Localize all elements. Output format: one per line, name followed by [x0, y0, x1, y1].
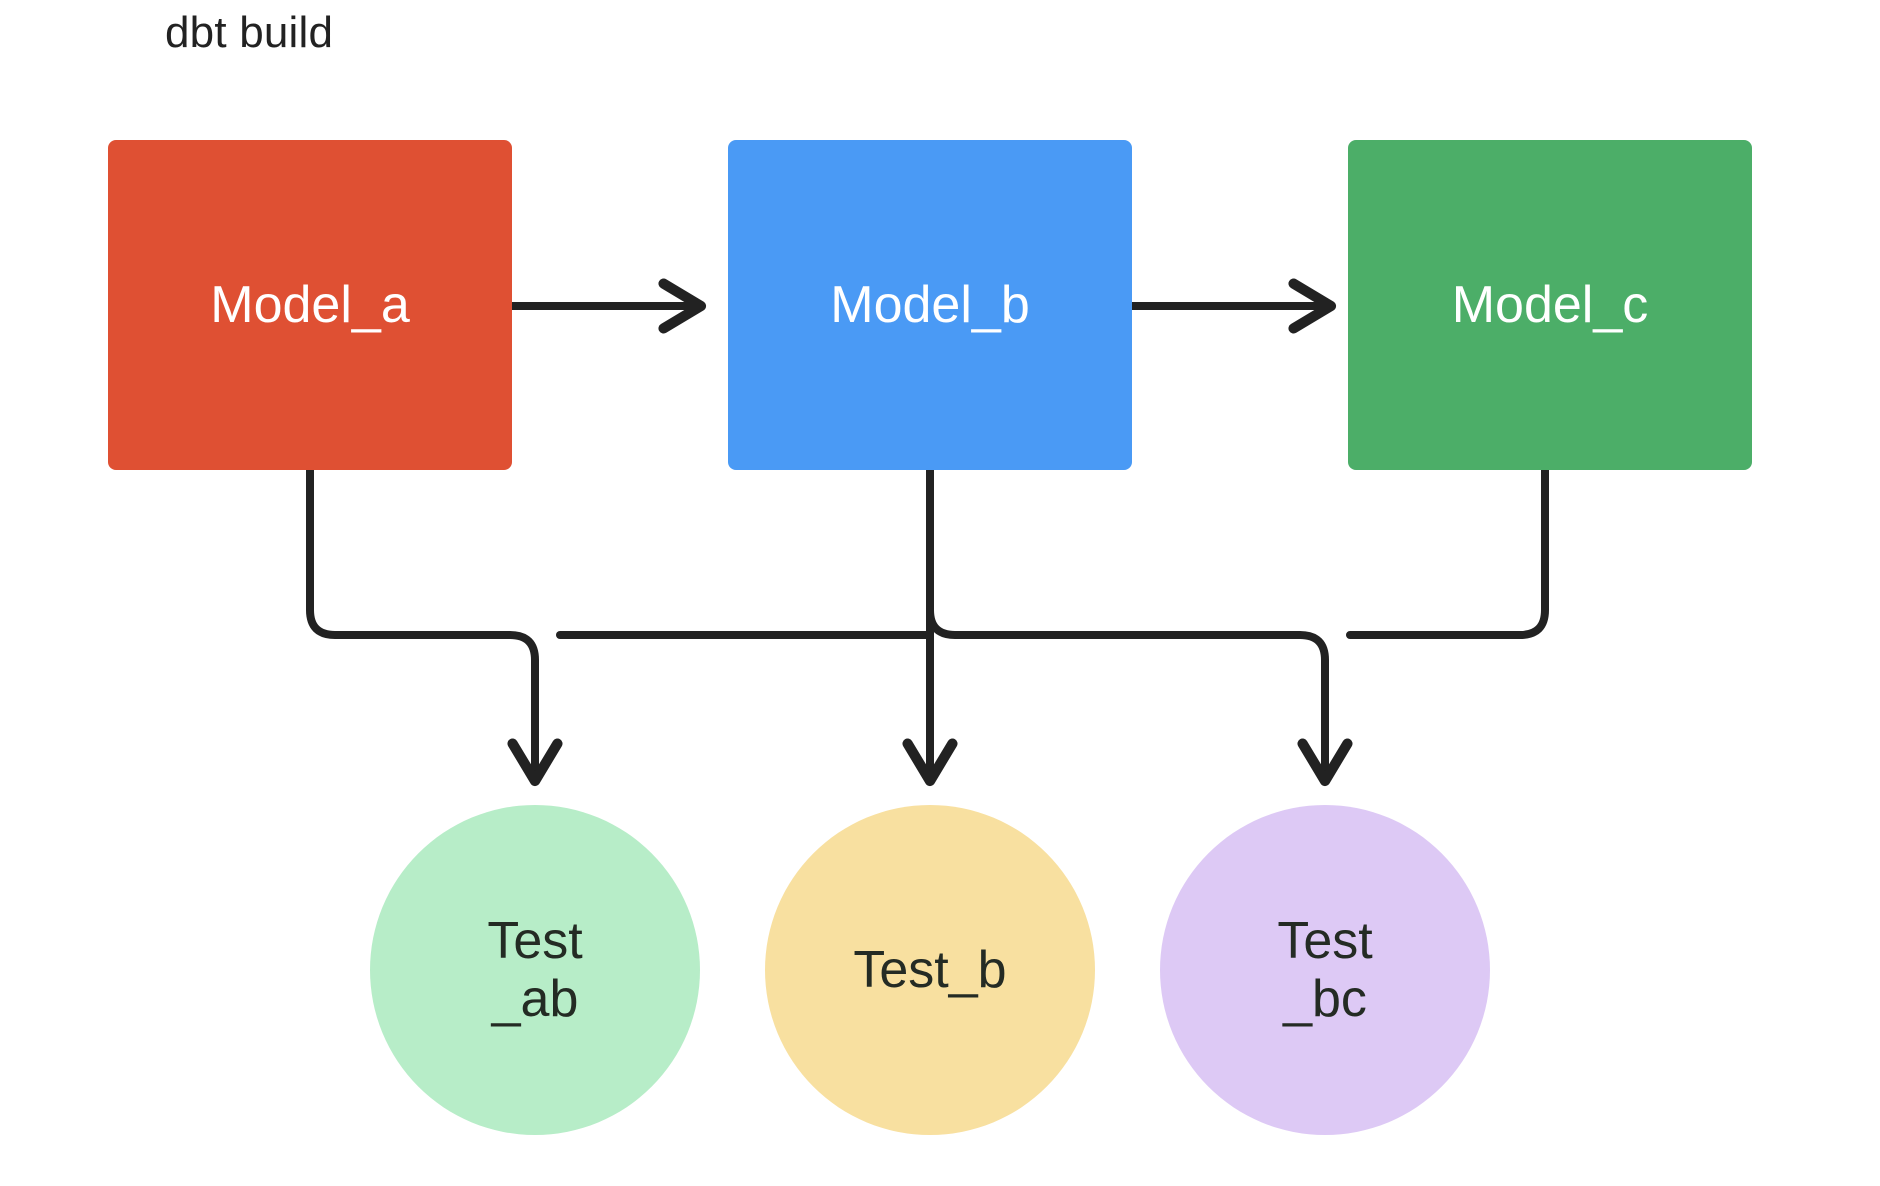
- node-test-ab-label: Test _ab: [487, 911, 583, 1028]
- edge-model-c-to-test-bc: [1346, 466, 1549, 639]
- page-title: dbt build: [165, 8, 334, 57]
- node-test-bc-label: Test _bc: [1277, 911, 1373, 1028]
- node-model-c-label: Model_c: [1451, 275, 1649, 334]
- node-test-b[interactable]: Test_b: [765, 805, 1095, 1135]
- node-model-b-label: Model_b: [830, 275, 1030, 334]
- edge-model-b-to-test-bc: [926, 606, 1353, 787]
- node-model-a-label: Model_a: [210, 275, 410, 334]
- node-model-b[interactable]: Model_b: [728, 140, 1132, 470]
- node-test-ab[interactable]: Test _ab: [370, 805, 700, 1135]
- node-model-a[interactable]: Model_a: [108, 140, 512, 470]
- edge-model-a-to-test-ab: [306, 466, 563, 787]
- node-test-b-label: Test_b: [853, 940, 1007, 999]
- node-model-c[interactable]: Model_c: [1348, 140, 1752, 470]
- node-test-bc[interactable]: Test _bc: [1160, 805, 1490, 1135]
